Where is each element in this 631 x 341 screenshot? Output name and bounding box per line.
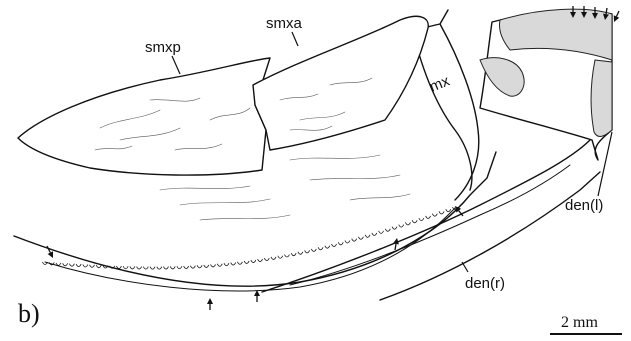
tooth xyxy=(244,261,249,264)
tooth xyxy=(372,233,377,236)
tooth xyxy=(392,227,397,230)
tooth xyxy=(358,237,363,240)
tooth xyxy=(439,211,444,214)
tooth xyxy=(385,229,390,232)
tooth-arrow-group xyxy=(47,206,463,310)
tooth xyxy=(412,220,417,223)
tooth xyxy=(224,263,229,266)
tooth xyxy=(251,260,256,263)
tooth xyxy=(217,264,222,267)
leader-smxp xyxy=(172,56,180,74)
scale-bar-label: 2 mm xyxy=(561,314,598,331)
tooth xyxy=(271,257,276,260)
tooth xyxy=(365,235,370,238)
tooth xyxy=(345,241,350,244)
tooth xyxy=(150,267,155,270)
tooth xyxy=(96,265,101,268)
label-den-r: den(r) xyxy=(465,275,505,292)
tooth xyxy=(432,214,437,217)
tooth xyxy=(163,267,168,270)
tooth xyxy=(446,209,451,212)
posterior-supramaxilla xyxy=(18,58,270,175)
tooth xyxy=(278,256,283,259)
tooth xyxy=(405,222,410,225)
tooth xyxy=(130,266,135,269)
tooth xyxy=(63,263,68,266)
tooth xyxy=(137,267,142,270)
tooth xyxy=(352,239,357,242)
tooth xyxy=(318,247,323,250)
tooth-row xyxy=(45,208,455,291)
tooth xyxy=(311,249,316,252)
tooth xyxy=(190,266,195,269)
top-arrow-shaft xyxy=(616,11,619,17)
panel-label: b) xyxy=(18,299,40,328)
tooth xyxy=(69,264,74,267)
tooth xyxy=(204,265,209,268)
tooth xyxy=(184,266,189,269)
tooth-arrow-head xyxy=(207,298,213,304)
tooth xyxy=(143,267,148,270)
label-smxp: smxp xyxy=(145,39,181,56)
tooth xyxy=(298,252,303,255)
tooth xyxy=(399,225,404,228)
tooth xyxy=(258,259,263,262)
tooth xyxy=(291,253,296,255)
tooth-arrow-shaft xyxy=(395,244,396,250)
tooth xyxy=(379,231,384,234)
tooth xyxy=(211,264,216,267)
tooth xyxy=(83,264,88,267)
tooth xyxy=(325,246,330,249)
tooth xyxy=(231,263,236,266)
tooth xyxy=(419,218,424,221)
tooth xyxy=(338,242,343,245)
tooth xyxy=(123,266,128,269)
tooth xyxy=(116,266,121,269)
leader-smxa xyxy=(292,32,298,46)
tooth xyxy=(157,267,162,270)
tooth xyxy=(170,266,175,269)
label-den-l: den(l) xyxy=(565,197,603,214)
label-smxa: smxa xyxy=(266,15,302,32)
stippled-posterior xyxy=(591,60,612,136)
tooth xyxy=(237,262,242,265)
tooth xyxy=(332,244,337,247)
tooth xyxy=(90,265,95,268)
tooth xyxy=(305,250,310,253)
tooth xyxy=(197,265,202,268)
tooth xyxy=(264,258,269,261)
teeth-group xyxy=(43,207,458,269)
tooth xyxy=(426,216,431,219)
tooth xyxy=(284,255,289,258)
tooth xyxy=(76,264,81,267)
tooth xyxy=(177,266,182,269)
label-mx: mx xyxy=(427,72,452,95)
